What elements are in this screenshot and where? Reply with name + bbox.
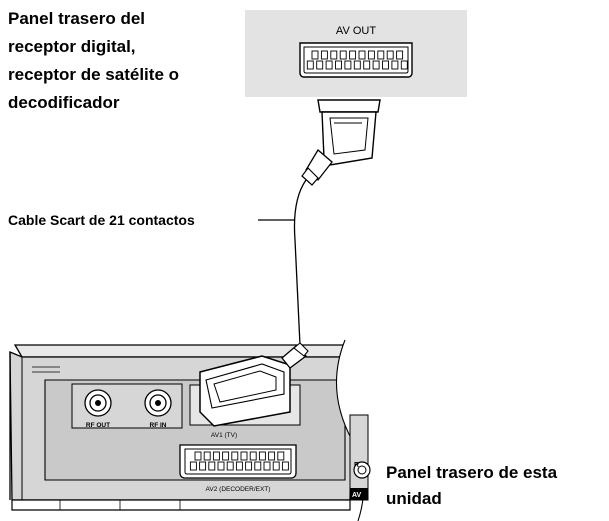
scart-pin xyxy=(325,60,333,70)
scart-pin xyxy=(249,451,257,461)
receiver-label-line-3: receptor de satélite o xyxy=(8,65,179,84)
scart-pin xyxy=(311,50,319,60)
scart-pin xyxy=(226,461,234,471)
scart-pin xyxy=(377,50,385,60)
scart-pin xyxy=(349,50,357,60)
receiver-label: Panel trasero del receptor digital, rece… xyxy=(8,9,184,112)
rf-terminals: RF OUT RF IN xyxy=(71,383,183,429)
scart-pin xyxy=(240,451,248,461)
scart-pin xyxy=(222,451,230,461)
scart-pin xyxy=(353,60,361,70)
rf-in-label: RF IN xyxy=(150,422,167,429)
scart-pin xyxy=(277,451,285,461)
scart-pin xyxy=(386,50,394,60)
scart-plug-top xyxy=(301,99,381,186)
receiver-label-line-1: Panel trasero del xyxy=(8,9,145,28)
partial-label-av: AV xyxy=(352,492,362,499)
unit-side-partial: R AV xyxy=(349,414,371,501)
scart-pin xyxy=(382,60,389,70)
receiver-label-line-2: receptor digital, xyxy=(8,37,136,56)
scart-pin xyxy=(372,60,380,70)
scart-pin xyxy=(320,50,328,60)
unit-rear-panel: RF OUT RF IN AV1 (TV) AV2 (DECODER/EXT) xyxy=(9,344,354,511)
av-out-label: AV OUT xyxy=(336,25,376,37)
receiver-label-line-4: decodificador xyxy=(8,93,120,112)
scart-pin xyxy=(199,461,207,471)
scart-pin xyxy=(235,461,243,471)
scart-pin xyxy=(212,451,220,461)
scart-pin xyxy=(330,50,338,60)
scart-pin xyxy=(258,451,266,461)
scart-pin xyxy=(306,60,314,70)
scart-pin xyxy=(358,50,366,60)
rf-out-label: RF OUT xyxy=(86,422,110,429)
unit-label-line-2: unidad xyxy=(386,489,442,508)
scart-cable xyxy=(293,179,307,346)
scart-pin xyxy=(367,50,375,60)
scart-pin xyxy=(335,60,342,70)
av2-scart-socket: AV2 (DECODER/EXT) xyxy=(179,444,297,493)
scart-pin xyxy=(208,461,216,471)
scart-pin xyxy=(254,461,262,471)
av2-label: AV2 (DECODER/EXT) xyxy=(206,486,271,493)
scart-pin xyxy=(281,461,289,471)
scart-pin xyxy=(189,461,197,471)
scart-pin xyxy=(391,60,399,70)
rf-in-connector xyxy=(144,389,172,417)
av1-label: AV1 (TV) xyxy=(211,432,237,439)
cable-label: Cable Scart de 21 contactos xyxy=(8,212,195,228)
scart-pin xyxy=(263,461,271,471)
scart-pin xyxy=(245,461,253,471)
av-out-scart-socket xyxy=(299,42,413,78)
receiver-rear-panel: AV OUT xyxy=(245,10,467,97)
rf-out-connector xyxy=(84,389,112,417)
scart-pin xyxy=(339,50,347,60)
scart-pin xyxy=(344,60,352,70)
partial-label-r: R xyxy=(354,462,359,469)
scart-pin xyxy=(231,451,239,461)
scart-pin xyxy=(203,451,211,461)
scart-pin xyxy=(363,60,371,70)
scart-pin xyxy=(194,451,202,461)
unit-label: Panel trasero de esta unidad xyxy=(386,463,562,508)
scart-pin xyxy=(316,60,324,70)
scart-pin xyxy=(217,461,225,471)
scart-pin xyxy=(272,461,280,471)
scart-plug-bottom xyxy=(199,342,309,427)
unit-label-line-1: Panel trasero de esta xyxy=(386,463,558,482)
scart-pin xyxy=(400,60,408,70)
cutaway-mask xyxy=(336,340,609,521)
scart-pin xyxy=(268,451,276,461)
scart-pin xyxy=(396,50,404,60)
